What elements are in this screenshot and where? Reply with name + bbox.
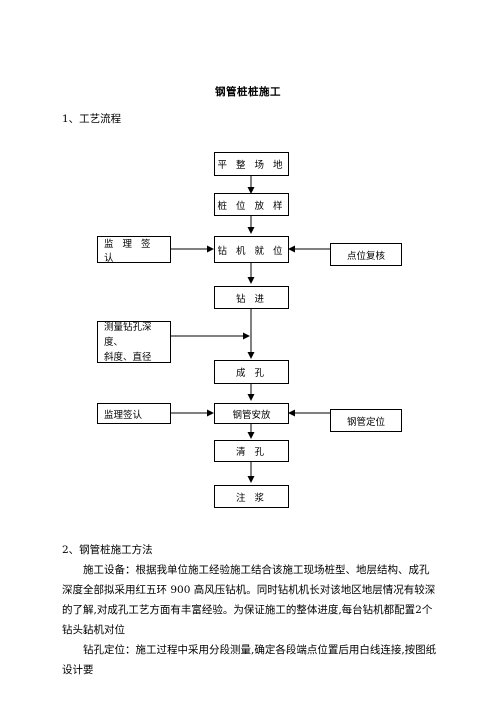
flow-step-hole-formed: 成 孔: [214, 360, 289, 384]
flow-step-drilling: 钻 进: [214, 286, 289, 309]
side-box-measure-hole: 测量钻孔深度、 斜度、直径: [97, 321, 171, 363]
measure-line-2: 斜度、直径: [104, 351, 152, 363]
paragraph-hole-positioning: 钻孔定位：施工过程中采用分段测量,确定各段端点位置后用白线连接,按图纸设计要: [62, 644, 437, 676]
side-box-supervisor-signoff: 监 理 签 认: [97, 236, 171, 264]
measure-line-1: 测量钻孔深度、: [104, 321, 152, 348]
document-title: 钢管桩桩施工: [215, 86, 281, 98]
flow-step-rig-positioning: 钻 机 就 位: [214, 236, 289, 263]
section-heading-process: 1、工艺流程: [62, 113, 122, 125]
paragraph-equipment: 施工设备：根据我单位施工经验施工结合该施工现场桩型、地层结构、成孔深度全部拟采用…: [62, 564, 436, 636]
subheading-rig-alignment: 钻机对位: [83, 624, 125, 636]
flow-step-pile-layout: 桩 位 放 样: [214, 193, 289, 216]
flow-step-level-site: 平 整 场 地: [214, 152, 289, 176]
flow-step-grouting: 注 浆: [214, 485, 289, 508]
flow-step-pipe-placement: 钢管安放: [214, 403, 289, 424]
side-box-point-recheck: 点位复核: [330, 243, 402, 266]
side-box-pipe-positioning: 钢管定位: [330, 409, 402, 432]
flow-step-hole-cleaning: 清 孔: [214, 440, 289, 462]
side-box-supervisor-signoff-2: 监理签认: [97, 403, 171, 424]
section-heading-method: 2、钢管桩施工方法: [62, 544, 153, 556]
